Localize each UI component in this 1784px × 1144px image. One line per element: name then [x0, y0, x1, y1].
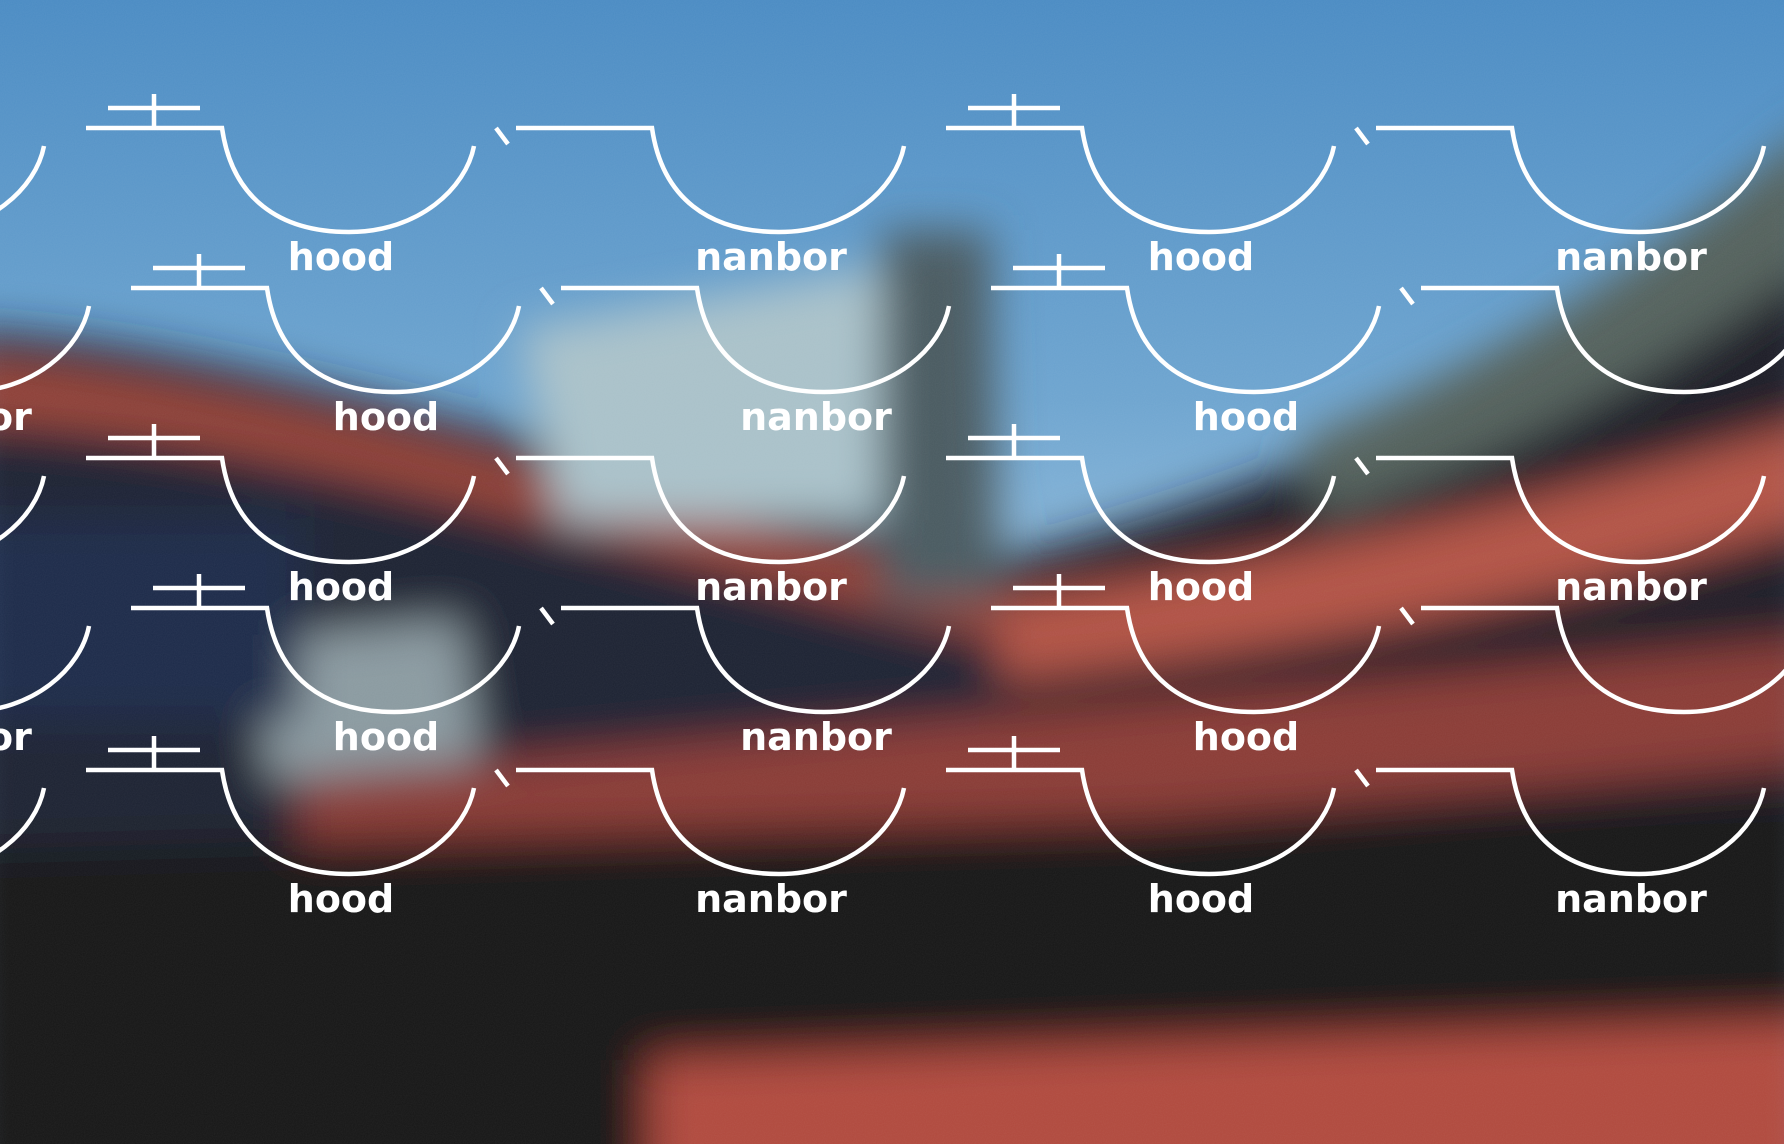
- pattern-word: hood: [1193, 395, 1299, 439]
- pattern-word: hood: [288, 235, 394, 279]
- wave-line: [0, 125, 1767, 235]
- wave-line: [0, 285, 1784, 395]
- tick-icon: [539, 286, 555, 306]
- wave-line: [0, 455, 1767, 565]
- tick-icon: [1399, 286, 1415, 306]
- tick-icon: [539, 606, 555, 626]
- pattern-word: hood: [288, 565, 394, 609]
- pattern-word: nanbor: [740, 395, 892, 439]
- pattern-word: nanbor: [1555, 235, 1707, 279]
- tick-icon: [494, 126, 510, 146]
- wave-line: [0, 605, 1784, 715]
- pattern-word: nanbor: [695, 877, 847, 921]
- tick-icon: [1354, 456, 1370, 476]
- pattern-word: nanbor: [0, 395, 32, 439]
- pattern-word: hood: [1148, 877, 1254, 921]
- tick-icon: [1354, 768, 1370, 788]
- pattern-word: hood: [333, 395, 439, 439]
- pattern-word: nanbor: [695, 235, 847, 279]
- pattern-word: nanbor: [740, 715, 892, 759]
- wave-pattern-overlay: hood nanbor hood nanbor nanbor hood nanbor hood…: [0, 94, 1784, 921]
- pattern-word: hood: [1148, 235, 1254, 279]
- pattern-word: hood: [333, 715, 439, 759]
- pattern-word: nanbor: [1555, 877, 1707, 921]
- pattern-word: hood: [1193, 715, 1299, 759]
- tick-icon: [494, 456, 510, 476]
- tick-icon: [1399, 606, 1415, 626]
- pattern-word: hood: [288, 877, 394, 921]
- tick-icon: [1354, 126, 1370, 146]
- tick-icon: [494, 768, 510, 788]
- wave-line: [0, 767, 1767, 877]
- pattern-word: nanbor: [0, 715, 32, 759]
- pattern-word: nanbor: [695, 565, 847, 609]
- pattern-word: nanbor: [1555, 565, 1707, 609]
- pattern-word: hood: [1148, 565, 1254, 609]
